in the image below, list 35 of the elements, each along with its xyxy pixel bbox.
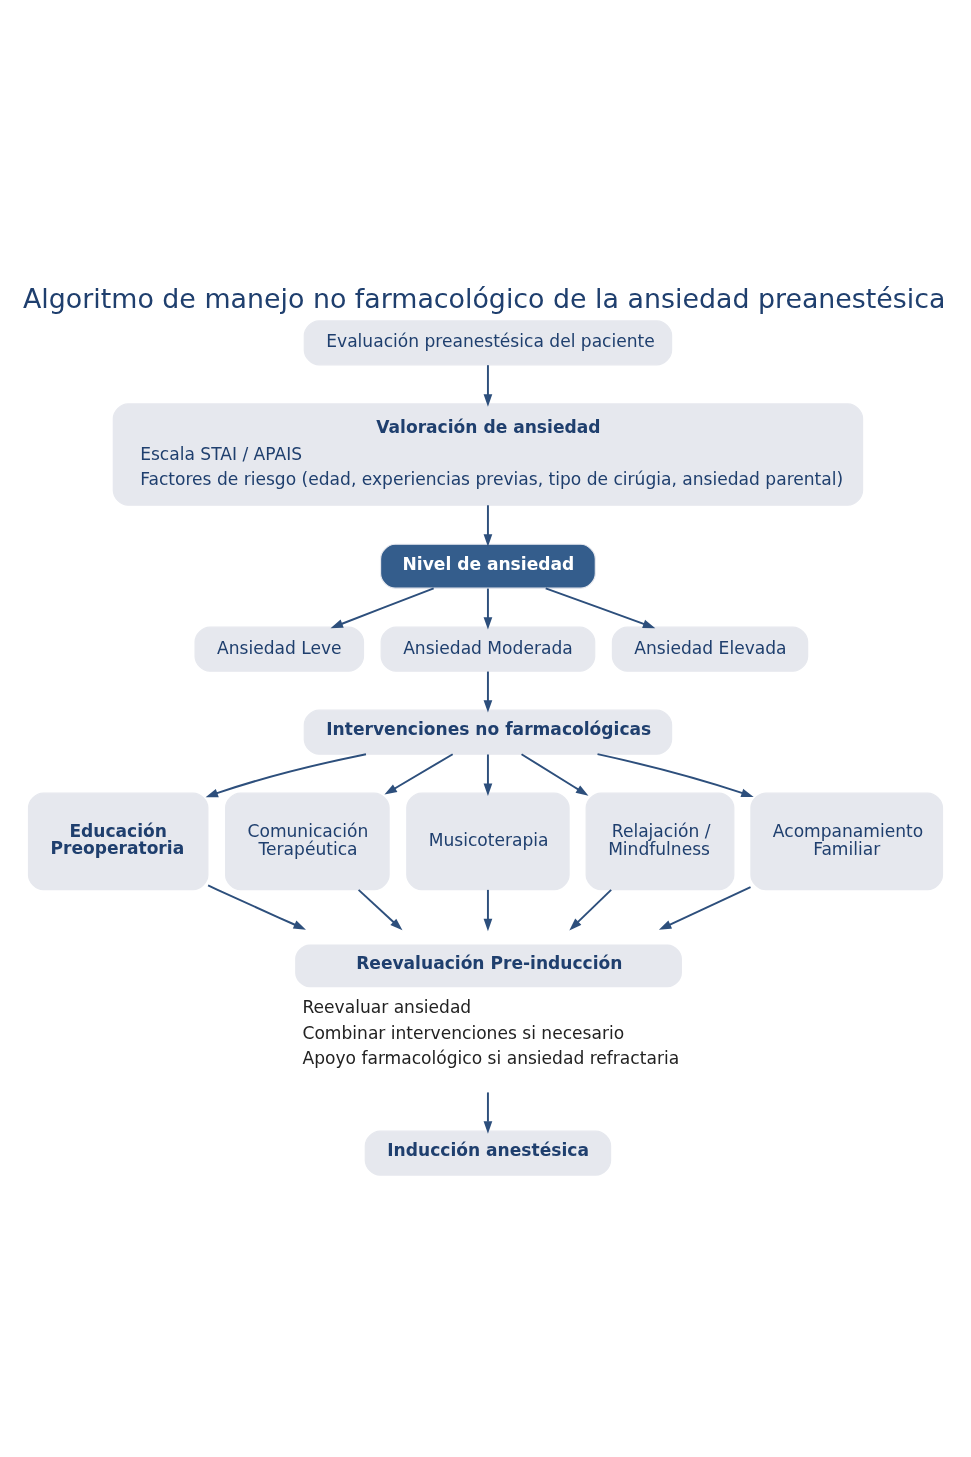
arrow — [483, 670, 493, 713]
node-box: Reevaluación Pre-inducción — [295, 944, 682, 988]
arrow — [330, 587, 435, 629]
arrow — [483, 364, 493, 407]
node-label: Reevaluar ansiedad — [302, 997, 472, 1018]
arrow — [483, 753, 493, 796]
arrow — [357, 888, 403, 931]
arrow — [483, 504, 493, 547]
node-box: Ansiedad Moderada — [380, 626, 596, 672]
node-box: Relajación / Mindfulness — [585, 792, 735, 891]
node-box: Inducción anestésica — [364, 1130, 612, 1176]
arrow — [483, 587, 493, 630]
arrow — [205, 753, 367, 798]
node-box: Valoración de ansiedad Escala STAI / APAIS Factores de riesgo (edad, experiencias previas, tipo de cirúgia, ansiedad parental) — [112, 403, 864, 506]
node-box: Comunicación Terapéutica — [224, 792, 390, 891]
node-box: Intervenciones no farmacológicas — [303, 709, 673, 755]
node-box: Nivel de ansiedad — [379, 543, 596, 589]
arrow — [207, 884, 306, 930]
node-box: Educación Preoperatoria — [27, 792, 209, 891]
arrow — [520, 753, 589, 796]
arrow — [569, 888, 613, 931]
arrow — [544, 587, 656, 629]
arrow — [483, 888, 493, 932]
node-label: Combinar intervenciones si necesario — [302, 1022, 625, 1043]
node-box: Ansiedad Leve — [194, 626, 365, 672]
node-label: Apoyo farmacológico si ansiedad refractaria — [302, 1048, 680, 1069]
node-box: Ansiedad Elevada — [611, 626, 809, 672]
arrow — [596, 753, 754, 798]
diagram-title: Algoritmo de manejo no farmacológico de la ansiedad preanestésica — [23, 283, 946, 315]
node-box: Acompanamiento Familiar — [750, 792, 944, 891]
node-box: Evaluación preanestésica del paciente — [303, 320, 673, 366]
arrow — [483, 1091, 493, 1134]
arrow — [384, 753, 454, 795]
arrow — [658, 886, 752, 930]
node-box: Musicoterapia — [406, 792, 570, 891]
